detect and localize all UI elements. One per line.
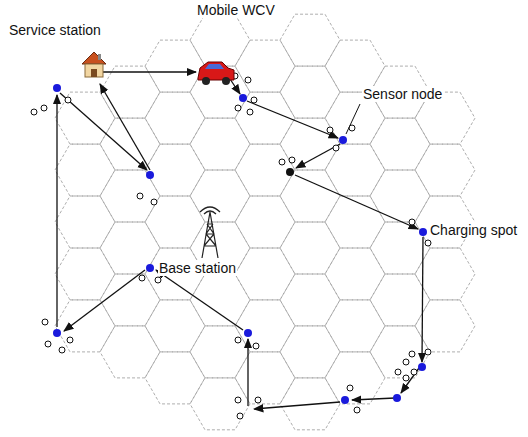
hex-cell (280, 222, 340, 274)
charging-spot-label: Charging spot (429, 222, 518, 238)
hex-cell (370, 118, 430, 170)
hex-cell (325, 196, 385, 248)
hex-cell (235, 196, 295, 248)
hex-cell (190, 326, 250, 378)
service-station-icon (82, 52, 106, 77)
base-station-label: Base station (158, 260, 237, 276)
hex-cell (325, 248, 385, 300)
hex-cell (145, 92, 205, 144)
hex-cell (55, 144, 115, 196)
hex-cell (370, 170, 430, 222)
hex-cell (100, 118, 160, 170)
hex-cell (415, 300, 475, 352)
hex-cell (55, 196, 115, 248)
mobile-wcv-label: Mobile WCV (196, 2, 276, 18)
hex-cell (280, 274, 340, 326)
hex-cell (325, 144, 385, 196)
hex-grid (55, 14, 475, 430)
hex-cell (325, 40, 385, 92)
hex-cell (235, 92, 295, 144)
leader-lines (346, 104, 360, 134)
hex-cell (325, 352, 385, 404)
hex-cell (235, 352, 295, 404)
hex-cell (145, 144, 205, 196)
hex-cell (190, 118, 250, 170)
sensor-nodes (31, 73, 431, 419)
hex-cell (145, 300, 205, 352)
hex-cell (280, 118, 340, 170)
charging-spots (53, 84, 427, 404)
hex-cell (280, 14, 340, 66)
sensor-node-label: Sensor node (362, 86, 443, 102)
hex-cell (280, 170, 340, 222)
hex-cell (370, 274, 430, 326)
hex-cell (235, 248, 295, 300)
hex-cell (190, 14, 250, 66)
hex-cell (145, 352, 205, 404)
mobile-wcv-icon (198, 62, 234, 85)
hex-cell (415, 144, 475, 196)
hex-cell (55, 248, 115, 300)
hex-cell (370, 326, 430, 378)
hex-cell (190, 378, 250, 430)
hex-cell (100, 326, 160, 378)
hex-cell (370, 222, 430, 274)
hex-cell (280, 66, 340, 118)
hex-cell (100, 170, 160, 222)
service-station-label: Service station (8, 22, 102, 38)
hex-cell (100, 222, 160, 274)
hex-cell (235, 144, 295, 196)
hex-cell (55, 300, 115, 352)
hex-cell (100, 66, 160, 118)
hex-cell (145, 40, 205, 92)
hex-cell (55, 92, 115, 144)
wcv-route (57, 72, 423, 409)
hex-cell (190, 170, 250, 222)
hex-cell (235, 300, 295, 352)
hex-cell (235, 40, 295, 92)
hex-cell (145, 196, 205, 248)
hex-cell (415, 248, 475, 300)
hex-cell (280, 326, 340, 378)
charging-spot-current (286, 168, 294, 176)
hex-cell (325, 300, 385, 352)
base-station-tower (200, 207, 220, 258)
